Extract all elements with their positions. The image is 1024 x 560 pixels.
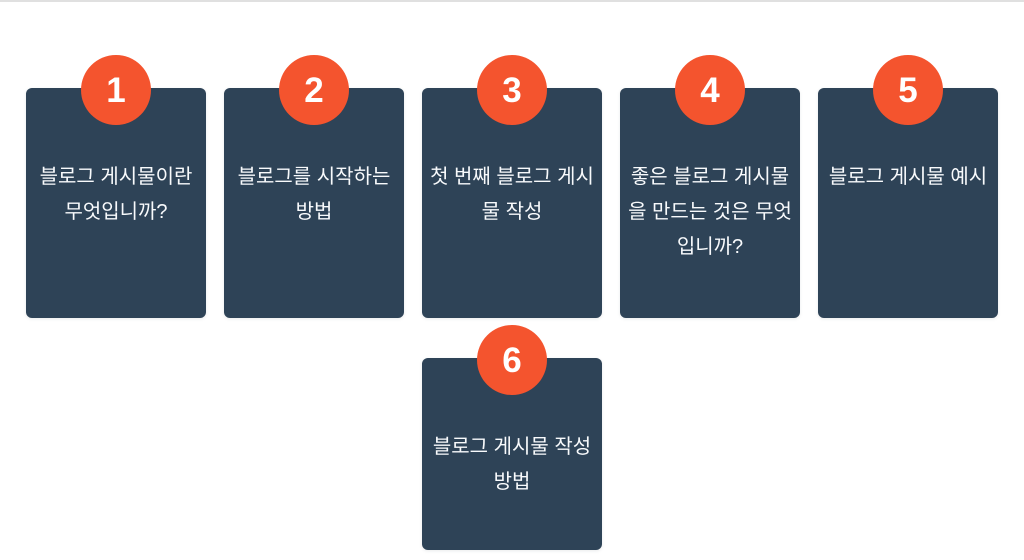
step-card-2: 2 블로그를 시작하는 방법 <box>224 55 404 318</box>
step-title-1: 블로그 게시물이란 무엇입니까? <box>39 166 193 223</box>
step-number-badge-1: 1 <box>81 55 151 125</box>
step-number-2: 2 <box>304 70 324 110</box>
step-card-4: 4 좋은 블로그 게시물을 만드는 것은 무엇입니까? <box>620 55 800 318</box>
steps-row-bottom: 6 블로그 게시물 작성 방법 <box>0 325 1024 550</box>
step-number-badge-3: 3 <box>477 55 547 125</box>
step-number-4: 4 <box>700 70 720 110</box>
step-card-5: 5 블로그 게시물 예시 <box>818 55 998 318</box>
step-number-badge-4: 4 <box>675 55 745 125</box>
steps-row-top: 1 블로그 게시물이란 무엇입니까? 2 블로그를 시작하는 방법 3 첫 번째… <box>0 55 1024 318</box>
step-title-6: 블로그 게시물 작성 방법 <box>432 436 592 493</box>
step-title-4: 좋은 블로그 게시물을 만드는 것은 무엇입니까? <box>628 166 792 258</box>
step-number-3: 3 <box>502 70 522 110</box>
step-title-2: 블로그를 시작하는 방법 <box>237 166 391 223</box>
step-number-6: 6 <box>502 340 522 380</box>
step-number-1: 1 <box>106 70 126 110</box>
step-number-badge-6: 6 <box>477 325 547 395</box>
step-title-5: 블로그 게시물 예시 <box>828 166 988 188</box>
step-card-3: 3 첫 번째 블로그 게시물 작성 <box>422 55 602 318</box>
step-card-6: 6 블로그 게시물 작성 방법 <box>422 325 602 550</box>
step-number-badge-5: 5 <box>873 55 943 125</box>
step-title-3: 첫 번째 블로그 게시물 작성 <box>430 166 594 223</box>
step-card-1: 1 블로그 게시물이란 무엇입니까? <box>26 55 206 318</box>
step-number-5: 5 <box>898 70 918 110</box>
step-number-badge-2: 2 <box>279 55 349 125</box>
